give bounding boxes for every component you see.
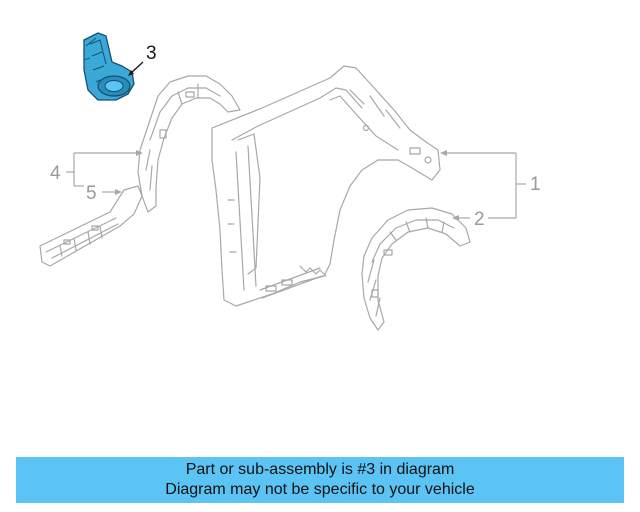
callout-4: 4 xyxy=(50,150,143,187)
callout-1: 1 xyxy=(440,150,541,219)
part-3-highlighted[interactable] xyxy=(83,32,135,101)
callout-5: 5 xyxy=(86,183,122,204)
part-5-rail xyxy=(39,185,143,267)
callout-2-label: 2 xyxy=(474,209,485,230)
banner-line-2: Diagram may not be specific to your vehi… xyxy=(165,481,475,498)
callout-1-label: 1 xyxy=(530,174,541,195)
callout-5-label: 5 xyxy=(86,183,97,204)
banner-line-1: Part or sub-assembly is #3 in diagram xyxy=(185,461,455,478)
callout-2: 2 xyxy=(452,209,485,230)
part-4-pillar xyxy=(137,75,241,213)
callout-3-label: 3 xyxy=(146,43,157,64)
callout-3: 3 xyxy=(128,43,157,76)
part-1-quarter-panel xyxy=(211,65,441,307)
info-banner: Part or sub-assembly is #3 in diagram Di… xyxy=(16,457,624,503)
part-2-wheelhouse xyxy=(361,207,471,331)
callout-4-label: 4 xyxy=(50,163,61,184)
